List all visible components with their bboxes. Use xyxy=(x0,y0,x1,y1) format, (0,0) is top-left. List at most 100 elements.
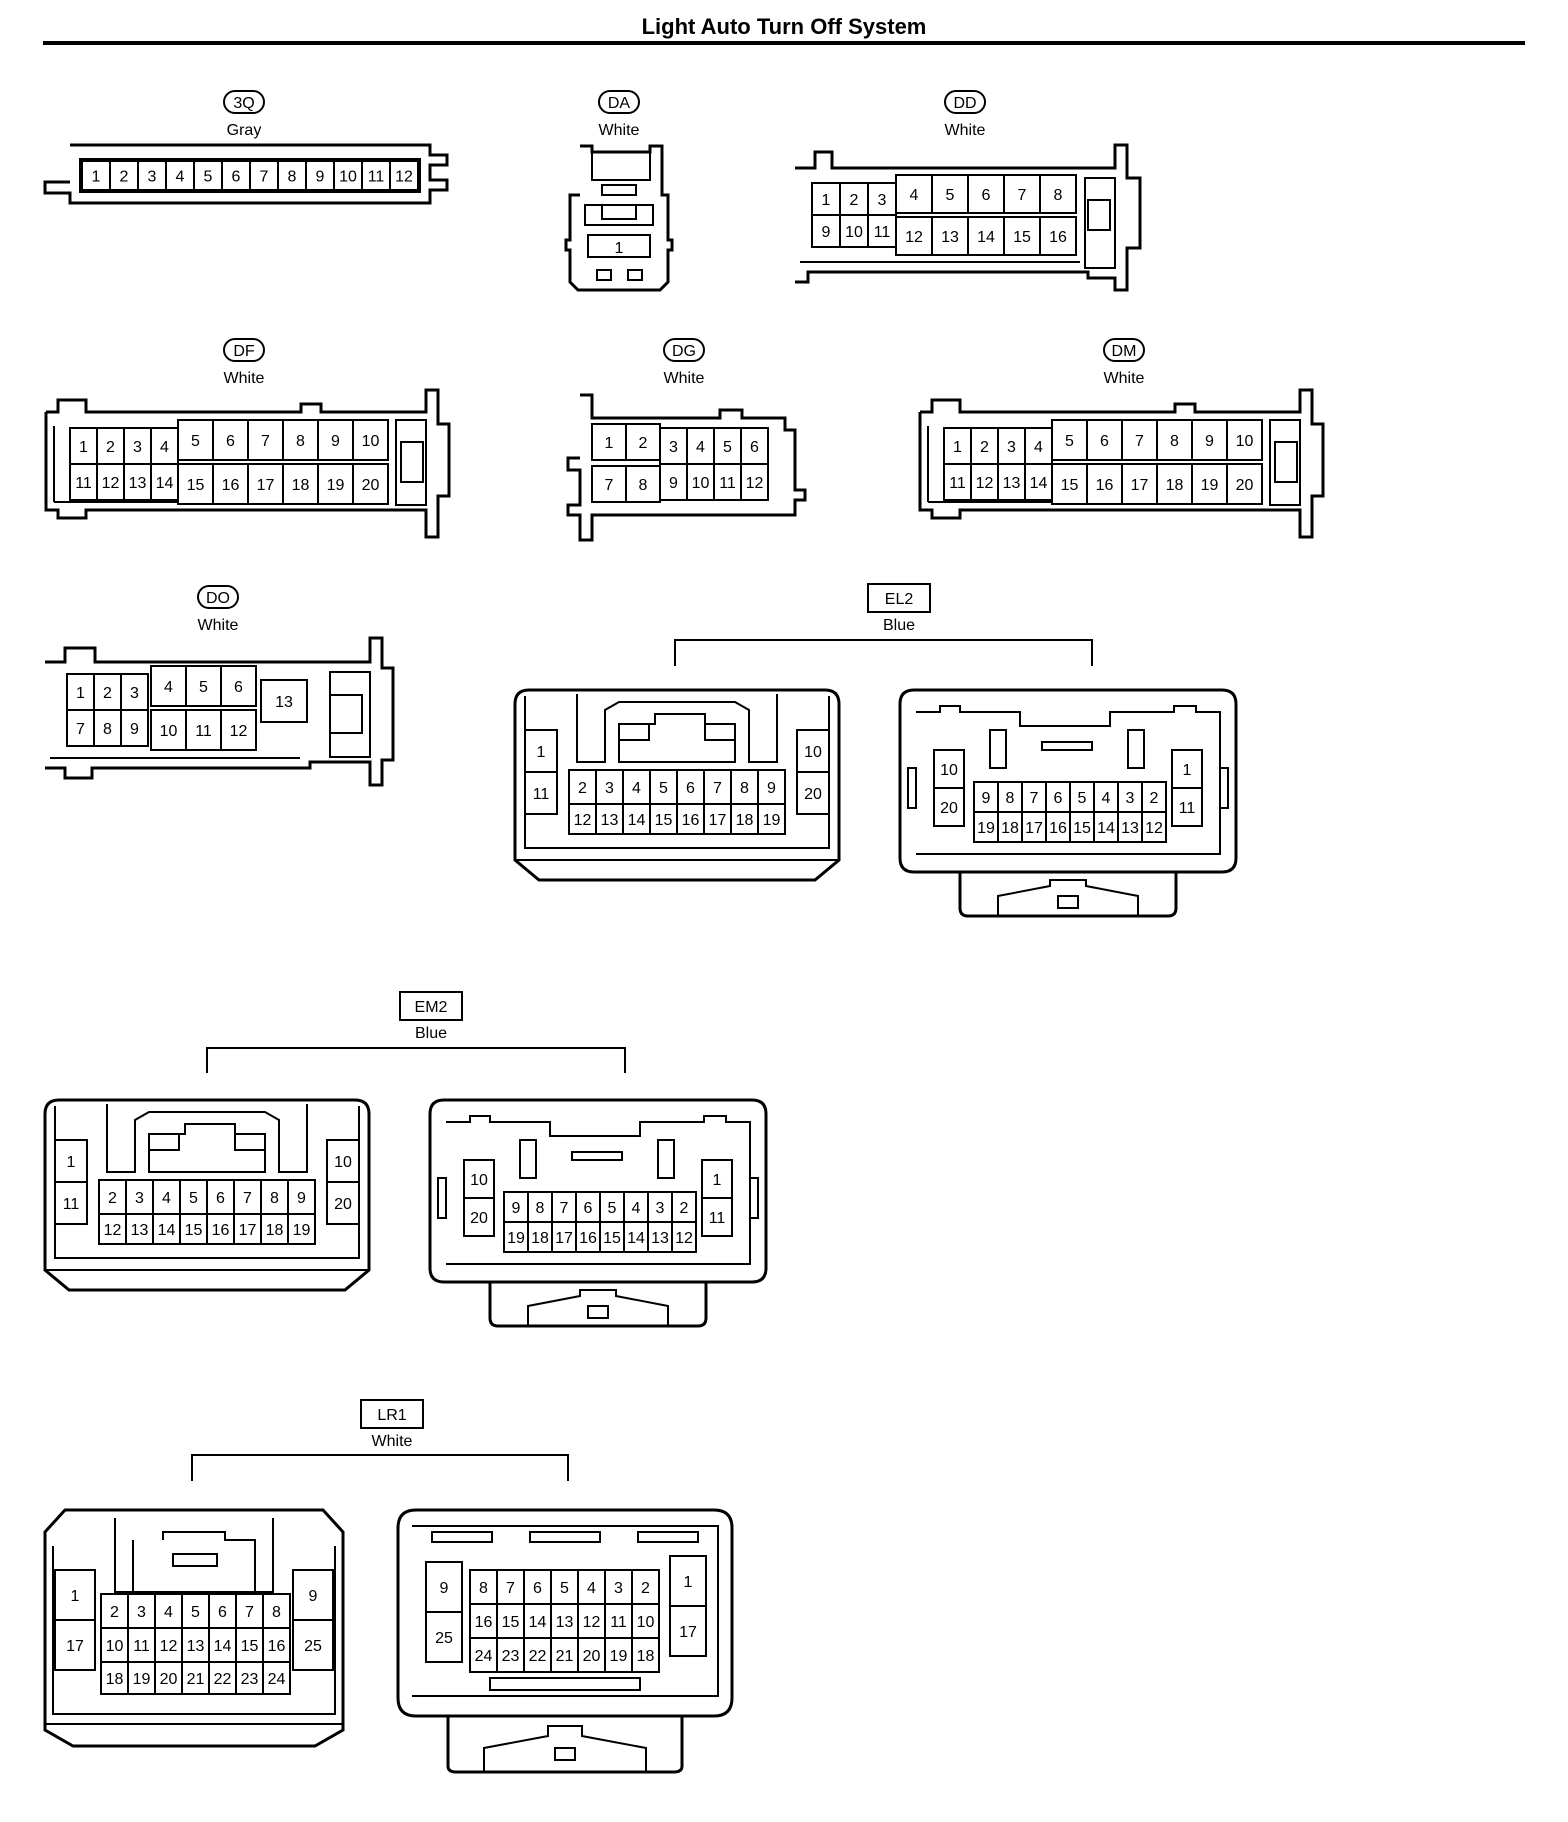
pin-cell: 15 xyxy=(1069,811,1095,843)
pin-cell: 21 xyxy=(550,1637,579,1673)
pin-cell: 19 xyxy=(127,1661,156,1695)
pin-cell: 4 xyxy=(154,1593,183,1629)
pin-cell: 7 xyxy=(249,160,279,191)
pin-cell: 1 xyxy=(591,423,627,461)
pin-cell: 14 xyxy=(1024,463,1053,501)
svg-text:13: 13 xyxy=(187,1638,205,1655)
pin-cell: 9 xyxy=(757,769,786,805)
connector-color: White xyxy=(945,122,986,139)
svg-text:19: 19 xyxy=(293,1222,311,1239)
connector-body xyxy=(564,144,674,292)
svg-text:2: 2 xyxy=(108,1190,117,1207)
pin-cell: 15 xyxy=(177,463,214,505)
svg-text:12: 12 xyxy=(230,723,248,740)
pin-cell: 2 xyxy=(970,427,999,465)
pin-cell: 7 xyxy=(551,1191,577,1223)
svg-text:12: 12 xyxy=(905,229,923,246)
pin-cell: 1 xyxy=(54,1139,88,1183)
svg-text:20: 20 xyxy=(362,477,380,494)
svg-text:5: 5 xyxy=(191,1604,200,1621)
pin-cell: 3 xyxy=(137,160,167,191)
pin-cell: 8 xyxy=(93,709,122,747)
connector-bracket xyxy=(674,639,1093,666)
pin-cell: 1 xyxy=(66,673,95,711)
svg-text:21: 21 xyxy=(556,1648,574,1665)
pin-cell: 5 xyxy=(931,174,969,214)
svg-text:12: 12 xyxy=(102,475,120,492)
svg-text:8: 8 xyxy=(296,433,305,450)
svg-text:10: 10 xyxy=(1236,433,1254,450)
svg-text:10: 10 xyxy=(845,224,863,241)
pin-cell: 3 xyxy=(595,769,624,805)
svg-text:15: 15 xyxy=(655,812,673,829)
svg-text:1: 1 xyxy=(1183,762,1192,779)
svg-text:14: 14 xyxy=(628,812,646,829)
svg-text:20: 20 xyxy=(1236,477,1254,494)
pin-cell: 10 xyxy=(150,709,187,751)
svg-text:3: 3 xyxy=(605,780,614,797)
pin-cell: 13 xyxy=(595,803,624,835)
pin-cell: 1 xyxy=(81,160,111,191)
pin-cell: 13 xyxy=(647,1221,673,1253)
pin-cell: 2 xyxy=(109,160,139,191)
connector-color: Blue xyxy=(883,617,915,634)
svg-text:10: 10 xyxy=(362,433,380,450)
pin-cell: 17 xyxy=(703,803,732,835)
pin-cell: 14 xyxy=(1093,811,1119,843)
pin-cell: 7 xyxy=(703,769,732,805)
svg-text:13: 13 xyxy=(651,1230,669,1247)
svg-text:13: 13 xyxy=(941,229,959,246)
pin-cell: 10 xyxy=(352,419,389,461)
pin-cell: 19 xyxy=(757,803,786,835)
pin-cell: 6 xyxy=(967,174,1005,214)
connector-color: White xyxy=(198,617,239,634)
svg-text:16: 16 xyxy=(475,1614,493,1631)
pin-cell: 19 xyxy=(317,463,354,505)
svg-text:4: 4 xyxy=(164,1604,173,1621)
svg-text:20: 20 xyxy=(160,1671,178,1688)
svg-text:16: 16 xyxy=(268,1638,286,1655)
svg-text:18: 18 xyxy=(292,477,310,494)
pin-cell: 24 xyxy=(262,1661,291,1695)
pin-cell: 18 xyxy=(282,463,319,505)
title-rule xyxy=(43,41,1525,45)
svg-text:6: 6 xyxy=(584,1200,593,1217)
pin-cell: 9 xyxy=(120,709,149,747)
pin-cell: 8 xyxy=(282,419,319,461)
svg-text:19: 19 xyxy=(977,820,995,837)
svg-text:4: 4 xyxy=(632,1200,641,1217)
pin-cell: 15 xyxy=(179,1213,208,1245)
svg-text:11: 11 xyxy=(195,723,212,740)
pin-cell: 8 xyxy=(625,465,661,503)
svg-text:9: 9 xyxy=(331,433,340,450)
svg-text:18: 18 xyxy=(106,1671,124,1688)
pin-cell: 18 xyxy=(260,1213,289,1245)
svg-text:8: 8 xyxy=(740,780,749,797)
connector-tag: DO xyxy=(197,585,239,609)
pin-cell: 12 xyxy=(96,463,125,501)
pin-cell: 6 xyxy=(523,1569,552,1605)
svg-text:19: 19 xyxy=(507,1230,525,1247)
pin-cell: 18 xyxy=(730,803,759,835)
svg-text:DO: DO xyxy=(206,590,230,607)
svg-text:22: 22 xyxy=(214,1671,232,1688)
pin-cell: 7 xyxy=(66,709,95,747)
pin-cell: 10 xyxy=(933,749,965,789)
pin-cell: 19 xyxy=(973,811,999,843)
pin-cell: 12 xyxy=(1141,811,1167,843)
svg-text:3: 3 xyxy=(130,685,139,702)
pin-cell: 11 xyxy=(701,1197,733,1237)
pin-cell: 11 xyxy=(185,709,222,751)
pin-cell: 9 xyxy=(503,1191,529,1223)
connector-tag: DD xyxy=(944,90,986,114)
pin-cell: 13 xyxy=(1117,811,1143,843)
pin-cell: 20 xyxy=(1226,463,1263,505)
pin-cell: 17 xyxy=(54,1619,96,1671)
svg-text:8: 8 xyxy=(1006,790,1015,807)
svg-text:2: 2 xyxy=(639,435,648,452)
